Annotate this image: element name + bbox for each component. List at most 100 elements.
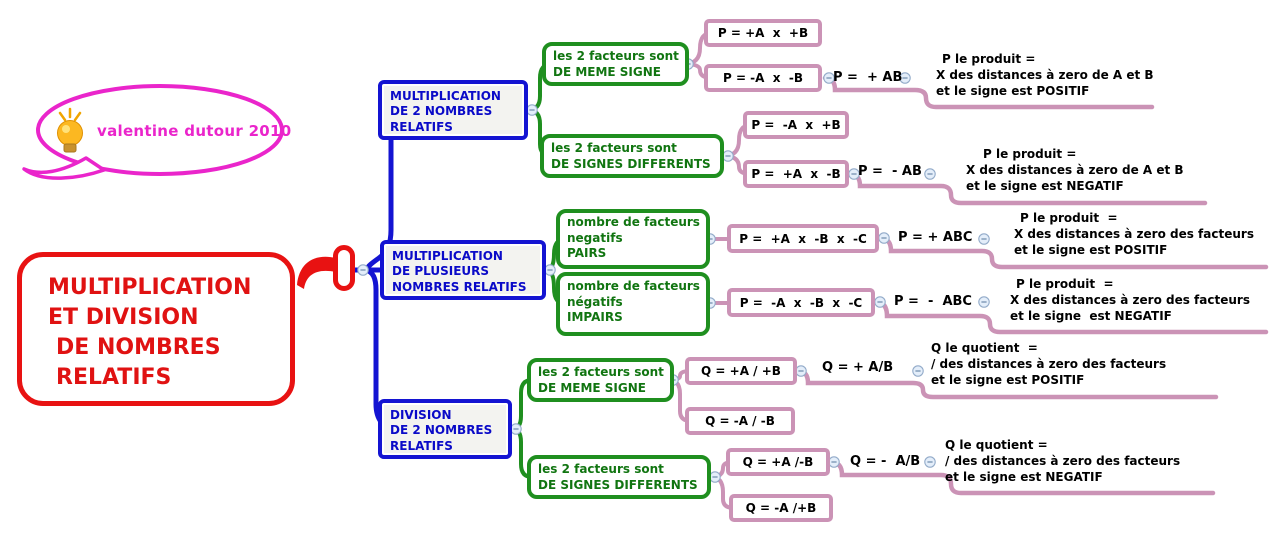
note-line: Q le quotient = (931, 341, 1038, 355)
note-line: X des distances à zero des facteurs (1014, 226, 1254, 241)
branch-multiplication-2-nombres[interactable]: MULTIPLICATION DE 2 NOMBRES RELATIFS (378, 80, 528, 140)
central-topic-line: RELATIFS (56, 364, 172, 390)
subtopic-label-line: les 2 facteurs sont (538, 462, 664, 476)
subtopic-facteurs-negatifs-pairs[interactable]: nombre de facteurs negatifs PAIRS (556, 209, 710, 269)
author-credit: valentine dutour 2010 (97, 122, 292, 140)
collapse-icon[interactable] (709, 471, 721, 483)
case-p-pairs[interactable]: P = +A x -B x -C (727, 224, 879, 253)
branch-label-line: RELATIFS (390, 119, 453, 134)
lightbulb-icon (57, 107, 83, 153)
case-q-minusA-div-plusB[interactable]: Q = -A /+B (729, 494, 833, 522)
result-p-plus-ab[interactable]: P = + AB (833, 70, 903, 85)
note-line: et le signe est POSITIF (936, 83, 1090, 98)
subtopic-signes-differents-mult[interactable]: les 2 facteurs sont DE SIGNES DIFFERENTS (540, 134, 724, 178)
case-q-plusA-div-plusB[interactable]: Q = +A / +B (685, 357, 797, 385)
note-produit-negatif-2nombres[interactable]: P le produit = X des distances à zero de… (966, 147, 1184, 195)
collapse-icon[interactable] (722, 150, 734, 162)
central-topic-line: DE NOMBRES (56, 334, 221, 360)
collapse-icon[interactable] (924, 168, 936, 180)
note-line: P le produit = (1016, 277, 1114, 291)
note-line: et le signe est NEGATIF (966, 178, 1124, 193)
case-p-plusA-x-minusB[interactable]: P = +A x -B (743, 160, 849, 188)
collapse-icon[interactable] (874, 296, 886, 308)
subtopic-label-line: DE SIGNES DIFFERENTS (538, 477, 698, 492)
case-p-impairs[interactable]: P = -A x -B x -C (727, 288, 875, 317)
note-line: et le signe est POSITIF (1014, 242, 1168, 257)
branch-label-line: NOMBRES RELATIFS (392, 279, 527, 294)
note-line: et le signe est NEGATIF (1010, 308, 1172, 323)
note-line: P le produit = (942, 52, 1036, 66)
branch-label-line: MULTIPLICATION (390, 89, 501, 103)
collapse-icon[interactable] (828, 456, 840, 468)
note-line: / des distances à zero des facteurs (945, 453, 1181, 468)
branch-division-2-nombres[interactable]: DIVISION DE 2 NOMBRES RELATIFS (378, 399, 512, 459)
result-p-plus-abc[interactable]: P = + ABC (898, 230, 973, 245)
collapse-icon[interactable] (823, 72, 835, 84)
note-quotient-negatif[interactable]: Q le quotient = / des distances à zero d… (945, 438, 1180, 486)
subtopic-label-line: DE MEME SIGNE (553, 64, 661, 79)
note-produit-positif-facteurs[interactable]: P le produit = X des distances à zero de… (1014, 211, 1254, 259)
branch-multiplication-plusieurs-nombres[interactable]: MULTIPLICATION DE PLUSIEURS NOMBRES RELA… (380, 240, 546, 300)
subtopic-label-line: nombre de facteurs (567, 215, 700, 229)
subtopic-label-line: PAIRS (567, 246, 607, 261)
subtopic-meme-signe-div[interactable]: les 2 facteurs sont DE MEME SIGNE (527, 358, 674, 402)
collapse-icon[interactable] (899, 72, 911, 84)
note-line: et le signe est POSITIF (931, 372, 1085, 387)
branch-label-line: DE 2 NOMBRES (390, 104, 493, 119)
branch-label-line: DIVISION (390, 408, 452, 422)
collapse-icon[interactable] (544, 264, 556, 276)
collapse-icon[interactable] (795, 365, 807, 377)
subtopic-label-line: DE SIGNES DIFFERENTS (551, 156, 711, 171)
subtopic-facteurs-negatifs-impairs[interactable]: nombre de facteurs négatifs IMPAIRS (556, 272, 710, 336)
collapse-icon[interactable] (510, 423, 522, 435)
case-q-minusA-div-minusB[interactable]: Q = -A / -B (685, 407, 795, 435)
note-produit-negatif-facteurs[interactable]: P le produit = X des distances à zero de… (1010, 277, 1250, 325)
subtopic-label-line: négatifs (567, 294, 623, 309)
collapse-icon[interactable] (357, 264, 369, 276)
note-line: / des distances à zero des facteurs (931, 356, 1167, 371)
note-quotient-positif[interactable]: Q le quotient = / des distances à zero d… (931, 341, 1166, 389)
result-q-minus-ab[interactable]: Q = - A/B (850, 454, 921, 469)
branch-label-line: MULTIPLICATION (392, 249, 503, 263)
subtopic-label-line: les 2 facteurs sont (551, 141, 677, 155)
collapse-icon[interactable] (978, 296, 990, 308)
subtopic-label-line: les 2 facteurs sont (538, 365, 664, 379)
case-p-minusA-x-plusB[interactable]: P = -A x +B (743, 111, 849, 139)
note-line: et le signe est NEGATIF (945, 469, 1103, 484)
central-topic-line: ET DIVISION (48, 304, 199, 330)
result-p-minus-abc[interactable]: P = - ABC (894, 294, 972, 309)
subtopic-label-line: negatifs (567, 230, 623, 245)
note-line: X des distances à zero des facteurs (1010, 292, 1250, 307)
note-line: X des distances à zero de A et B (966, 162, 1184, 177)
subtopic-label-line: nombre de facteurs (567, 279, 700, 293)
subtopic-label-line: IMPAIRS (567, 310, 623, 325)
subtopic-meme-signe-mult[interactable]: les 2 facteurs sont DE MEME SIGNE (542, 42, 689, 86)
collapse-icon[interactable] (912, 365, 924, 377)
note-line: P le produit = (983, 147, 1077, 161)
case-q-plusA-div-minusB[interactable]: Q = +A /-B (726, 448, 830, 476)
result-p-minus-ab[interactable]: P = - AB (858, 164, 922, 179)
callout-arrow (297, 256, 336, 289)
note-line: Q le quotient = (945, 438, 1048, 452)
note-line: X des distances à zero de A et B (936, 67, 1154, 82)
subtopic-label-line: DE MEME SIGNE (538, 380, 646, 395)
note-line: P le produit = (1020, 211, 1118, 225)
subtopic-label-line: les 2 facteurs sont (553, 49, 679, 63)
collapse-icon[interactable] (878, 232, 890, 244)
case-p-plusA-x-plusB[interactable]: P = +A x +B (704, 19, 822, 47)
note-produit-positif-2nombres[interactable]: P le produit = X des distances à zero de… (936, 52, 1154, 100)
subtopic-signes-differents-div[interactable]: les 2 facteurs sont DE SIGNES DIFFERENTS (527, 455, 711, 499)
branch-label-line: RELATIFS (390, 438, 453, 453)
central-topic-line: MULTIPLICATION (48, 275, 252, 300)
central-topic[interactable]: MULTIPLICATION ET DIVISION DE NOMBRES RE… (17, 252, 295, 406)
collapse-icon[interactable] (978, 233, 990, 245)
collapse-icon[interactable] (526, 104, 538, 116)
branch-label-line: DE PLUSIEURS (392, 264, 490, 279)
collapse-icon[interactable] (924, 456, 936, 468)
case-p-minusA-x-minusB[interactable]: P = -A x -B (704, 64, 822, 92)
result-q-plus-ab[interactable]: Q = + A/B (822, 360, 894, 375)
root-node[interactable] (333, 245, 355, 291)
speech-bubble[interactable] (22, 84, 284, 180)
